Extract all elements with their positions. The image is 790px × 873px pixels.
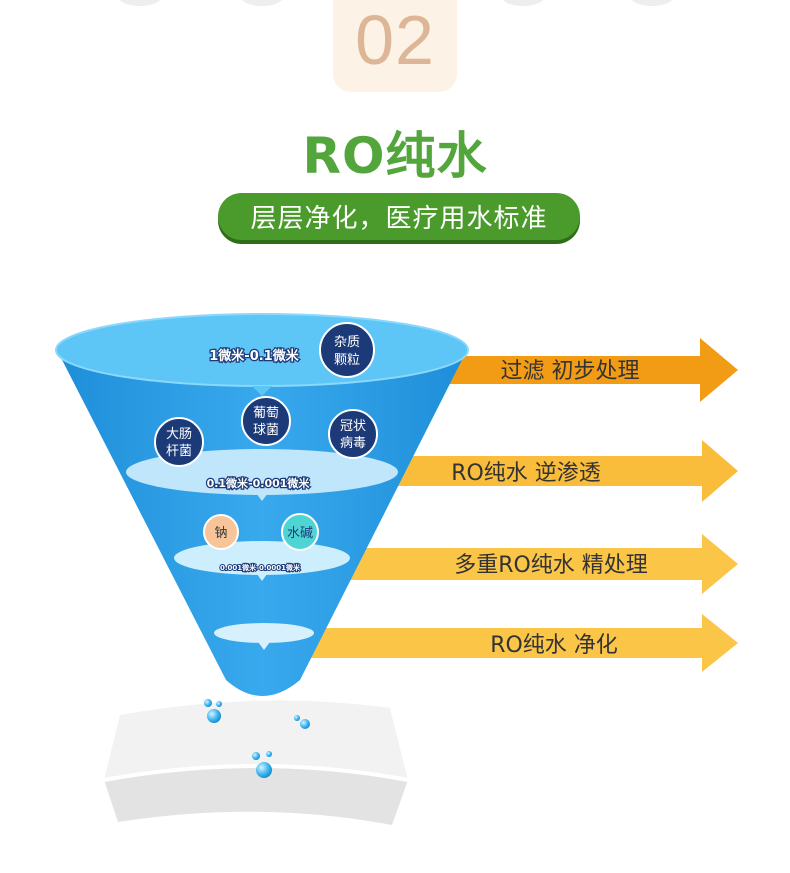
step-number: 02 [355, 1, 435, 79]
stage-label-2: RO纯水 逆渗透 [451, 461, 601, 486]
svg-text:杂质: 杂质 [334, 335, 360, 350]
svg-text:杆菌: 杆菌 [166, 444, 192, 459]
svg-text:钠: 钠 [214, 526, 227, 541]
svg-text:水碱: 水碱 [287, 526, 313, 541]
particle-sodium: 钠 [203, 514, 239, 550]
particle-coronavirus: 冠状 病毒 [328, 409, 378, 459]
range-label-3: 0.001微米-0.0001微米 [220, 563, 301, 572]
range-label-2: 0.1微米-0.001微米 [207, 476, 311, 490]
water-basin [103, 700, 409, 825]
filter-disc-4 [214, 623, 314, 643]
particle-scale: 水碱 [281, 513, 319, 551]
svg-text:大肠: 大肠 [166, 427, 192, 442]
top-decoration [119, 0, 673, 6]
svg-text:颗粒: 颗粒 [334, 353, 360, 368]
stage-arrow-1 [440, 338, 738, 402]
svg-text:病毒: 病毒 [340, 436, 366, 451]
svg-text:冠状: 冠状 [340, 419, 366, 434]
step-badge: 02 [333, 0, 457, 92]
stage-arrow-2 [390, 440, 738, 502]
stage-label-4: RO纯水 净化 [490, 633, 618, 658]
stage-arrow-4 [300, 614, 738, 672]
stage-label-3: 多重RO纯水 精处理 [454, 553, 648, 578]
range-label-1: 1微米-0.1微米 [209, 348, 299, 364]
subtitle-text: 层层净化，医疗用水标准 [250, 204, 548, 234]
particle-e-coli: 大肠 杆菌 [154, 417, 204, 467]
subtitle-pill: 层层净化，医疗用水标准 [218, 193, 580, 240]
stage-arrow-3 [340, 534, 738, 594]
svg-text:球菌: 球菌 [253, 423, 279, 438]
water-droplets [204, 699, 310, 778]
particle-staphylococcus: 葡萄 球菌 [241, 396, 291, 446]
stage-label-1: 过滤 初步处理 [501, 359, 640, 384]
page-title: RO纯水 [302, 127, 488, 185]
particle-impurities: 杂质 颗粒 [319, 322, 375, 378]
svg-text:葡萄: 葡萄 [253, 406, 279, 421]
